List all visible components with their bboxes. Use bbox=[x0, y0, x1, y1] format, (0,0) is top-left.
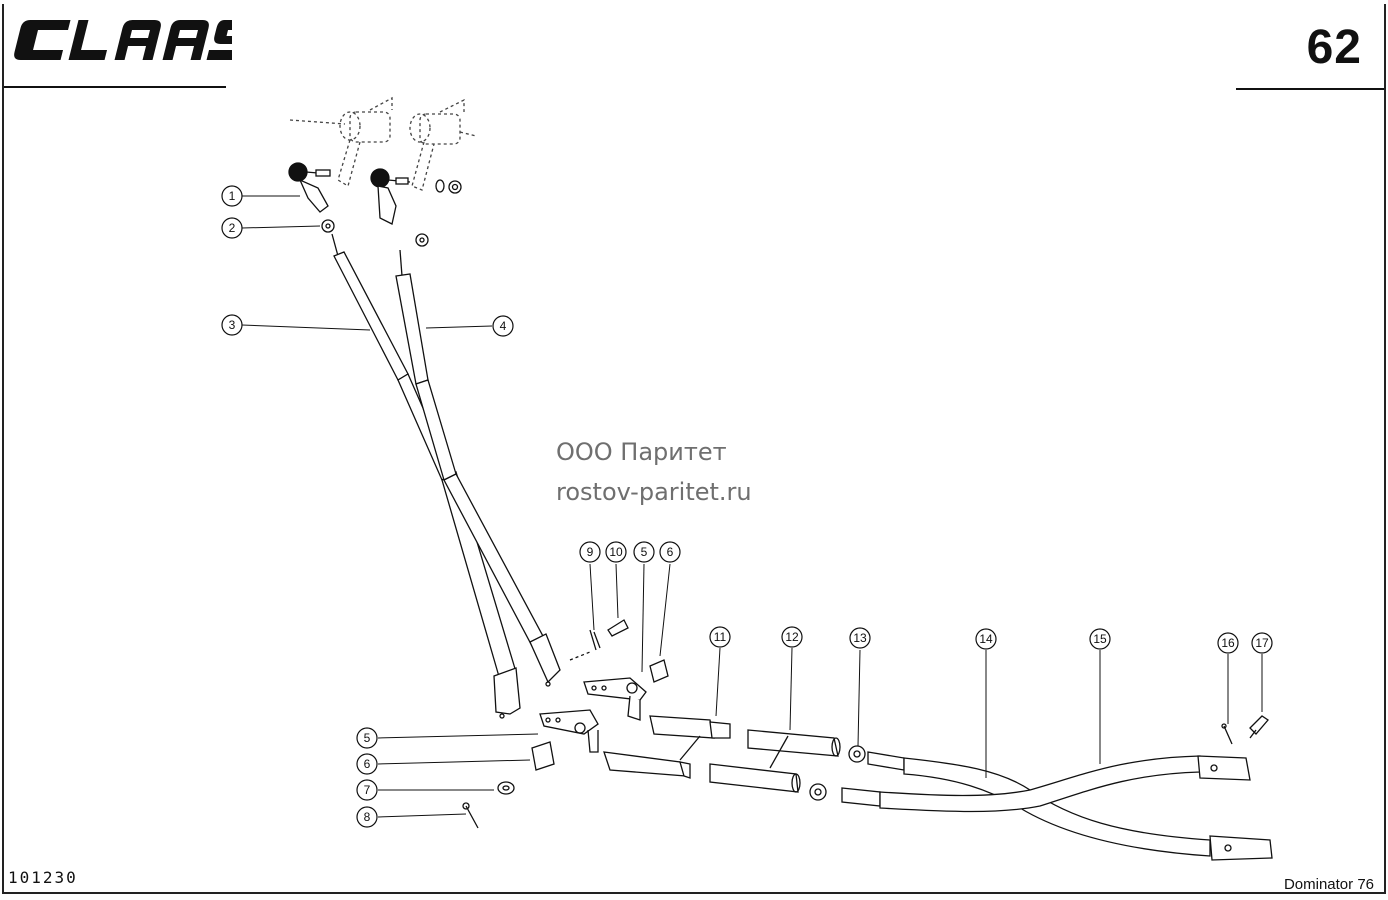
callout-14: 14 bbox=[975, 628, 997, 650]
callout-12: 12 bbox=[781, 626, 803, 648]
rod-part-4 bbox=[395, 249, 561, 687]
callout-label: 16 bbox=[1221, 636, 1235, 650]
callout-16: 16 bbox=[1217, 632, 1239, 654]
callout-label: 10 bbox=[609, 545, 623, 559]
callout-2: 2 bbox=[221, 217, 243, 239]
callout-15: 15 bbox=[1089, 628, 1111, 650]
callout-6: 6 bbox=[356, 753, 378, 775]
watermark-company: ООО Паритет bbox=[556, 438, 727, 466]
rod-part-3 bbox=[331, 233, 521, 719]
callout-label: 17 bbox=[1255, 636, 1269, 650]
claas-logo bbox=[14, 20, 232, 60]
callout-17: 17 bbox=[1251, 632, 1273, 654]
callout-10: 10 bbox=[605, 541, 627, 563]
callout-label: 7 bbox=[364, 783, 371, 797]
nut-part-13 bbox=[809, 745, 866, 801]
model-label: Dominator 76 bbox=[1283, 876, 1374, 893]
drawing-number: 101230 bbox=[8, 868, 78, 887]
callout-label: 14 bbox=[979, 632, 993, 646]
clevis-part-11 bbox=[603, 715, 731, 779]
watermark-website: rostov-paritet.ru bbox=[556, 478, 752, 506]
callout-label: 2 bbox=[229, 221, 236, 235]
callout-label: 1 bbox=[229, 189, 236, 203]
callout-label: 13 bbox=[853, 631, 867, 645]
callout-label: 11 bbox=[714, 630, 727, 644]
callout-7: 7 bbox=[356, 779, 378, 801]
callout-label: 6 bbox=[364, 757, 371, 771]
ball-joint-part-1 bbox=[288, 162, 462, 225]
frame-right-border bbox=[1384, 4, 1386, 894]
callout-label: 3 bbox=[229, 318, 236, 332]
header-rule-left bbox=[4, 86, 226, 88]
tube-part-12 bbox=[709, 729, 841, 793]
callout-5: 5 bbox=[633, 541, 655, 563]
header-rule-right bbox=[1236, 88, 1384, 90]
page-number: 62 bbox=[1306, 21, 1362, 74]
top-mounting-brackets bbox=[289, 96, 477, 191]
callout-label: 9 bbox=[587, 545, 594, 559]
pin-bolt-parts-9-10 bbox=[569, 619, 629, 661]
callout-label: 5 bbox=[364, 731, 371, 745]
frame-left-border bbox=[2, 4, 4, 894]
nut-part-2 bbox=[321, 219, 429, 247]
callout-5: 5 bbox=[356, 727, 378, 749]
frame-bottom-border bbox=[2, 892, 1386, 894]
callout-6: 6 bbox=[659, 541, 681, 563]
callout-8: 8 bbox=[356, 806, 378, 828]
callout-label: 6 bbox=[667, 545, 674, 559]
bar-part-14 bbox=[867, 751, 1273, 861]
callout-label: 12 bbox=[785, 630, 799, 644]
callout-3: 3 bbox=[221, 314, 243, 336]
callout-11: 11 bbox=[709, 626, 731, 648]
pin-bolt-parts-16-17 bbox=[1221, 715, 1269, 745]
yoke-bushing-lower bbox=[462, 709, 599, 829]
callout-label: 4 bbox=[500, 319, 507, 333]
callout-label: 5 bbox=[641, 545, 648, 559]
callout-4: 4 bbox=[492, 315, 514, 337]
leader-lines bbox=[241, 195, 1263, 818]
yoke-bushing-upper bbox=[583, 659, 669, 721]
callout-13: 13 bbox=[849, 627, 871, 649]
callout-label: 8 bbox=[364, 810, 371, 824]
callout-9: 9 bbox=[579, 541, 601, 563]
callout-1: 1 bbox=[221, 185, 243, 207]
bar-part-15 bbox=[841, 755, 1251, 813]
callout-label: 15 bbox=[1093, 632, 1107, 646]
